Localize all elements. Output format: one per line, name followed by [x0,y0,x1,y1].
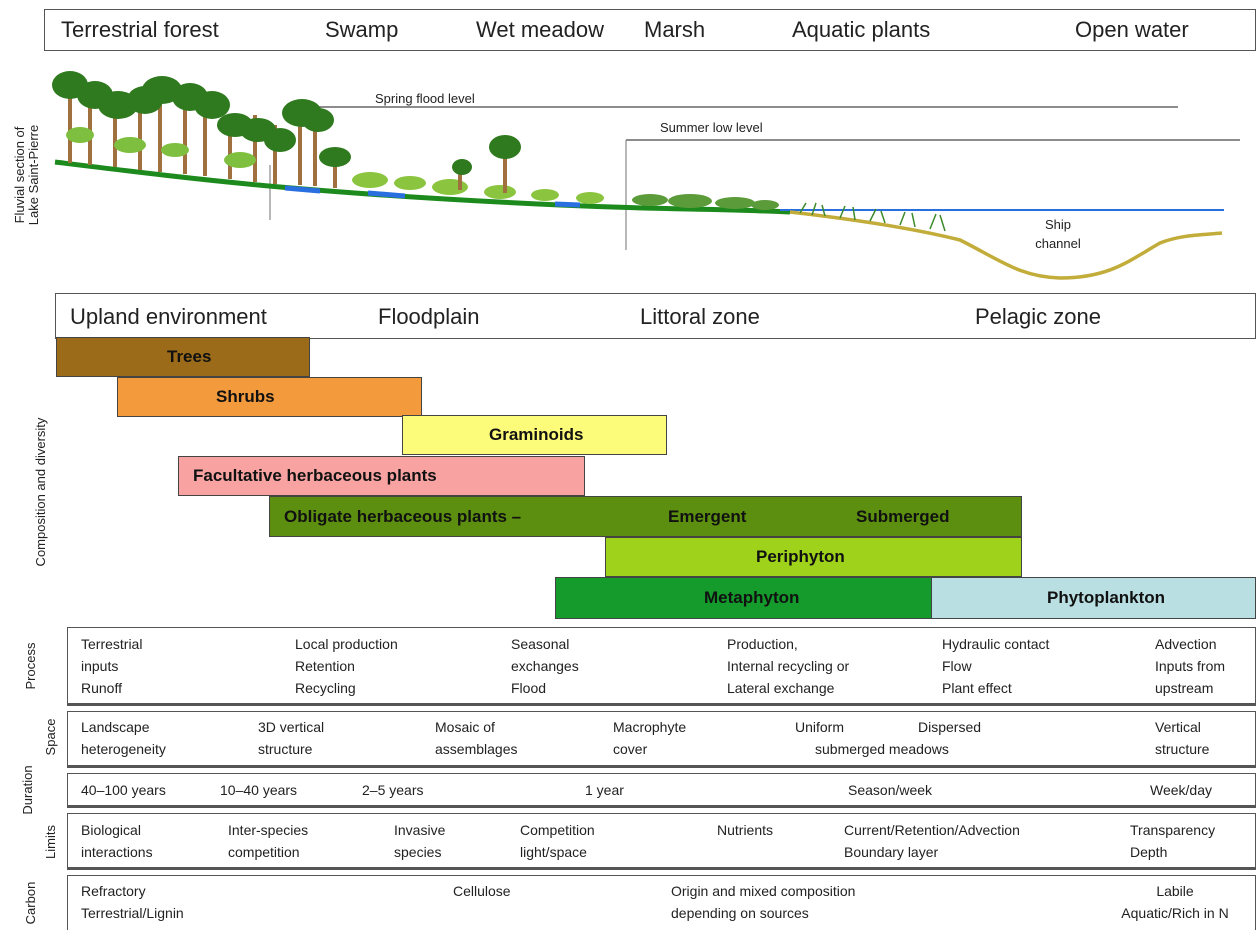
bar-obligate-herbaceous: Obligate herbaceous plants – Emergent Su… [269,496,1022,537]
bar-facultative-herbaceous: Facultative herbaceous plants [178,456,585,496]
ship-channel-label-2: channel [1035,236,1081,251]
duration-cell-1: 40–100 years [81,782,166,798]
bar-periphyton: Periphyton [605,537,1022,577]
bar-trees: Trees [56,337,310,377]
bar-shrubs: Shrubs [117,377,422,417]
carbon-cell-2: Cellulose [453,883,511,899]
composition-side-label: Composition and diversity [33,417,48,567]
duration-label: Duration [20,765,35,815]
space-label: Space [43,718,58,756]
limits-label: Limits [43,825,58,859]
process-row [67,627,1256,706]
habitat-terrestrial-forest: Terrestrial forest [61,17,219,42]
duration-cell-3: 2–5 years [362,782,424,798]
duration-row [67,773,1256,808]
summer-low-label: Summer low level [660,120,763,135]
zone-upland: Upland environment [70,304,267,329]
bar-phytoplankton: Phytoplankton [931,577,1256,619]
limits-cell-5: Nutrients [717,822,774,838]
zone-floodplain: Floodplain [378,304,480,329]
duration-cell-4: 1 year [585,782,624,798]
habitat-marsh: Marsh [644,17,706,42]
zone-pelagic: Pelagic zone [975,304,1101,329]
space-cell-5: Uniform [795,719,845,735]
duration-cell-5: Season/week [848,782,933,798]
duration-cell-6: Week/day [1150,782,1212,798]
habitat-header [44,9,1256,51]
river-cross-section: Spring flood level Summer low level Ship… [52,71,1240,280]
space-cell-7: submerged meadows [815,741,949,757]
zone-littoral: Littoral zone [640,304,760,329]
habitat-open-water: Open water [1075,17,1189,42]
ship-channel-label-1: Ship [1045,217,1071,232]
space-row [67,711,1256,768]
carbon-label: Carbon [23,881,38,925]
duration-cell-2: 10–40 years [220,782,298,798]
space-cell-6: Dispersed [918,719,982,735]
carbon-row [67,875,1256,930]
spring-flood-label: Spring flood level [375,91,475,106]
zone-header [55,293,1256,339]
bar-graminoids: Graminoids [402,415,667,455]
limits-row [67,813,1256,870]
process-label: Process [23,642,38,690]
habitat-aquatic-plants: Aquatic plants [792,17,931,42]
bar-metaphyton: Metaphyton [555,577,932,619]
habitat-wet-meadow: Wet meadow [476,17,604,42]
habitat-swamp: Swamp [325,17,399,42]
